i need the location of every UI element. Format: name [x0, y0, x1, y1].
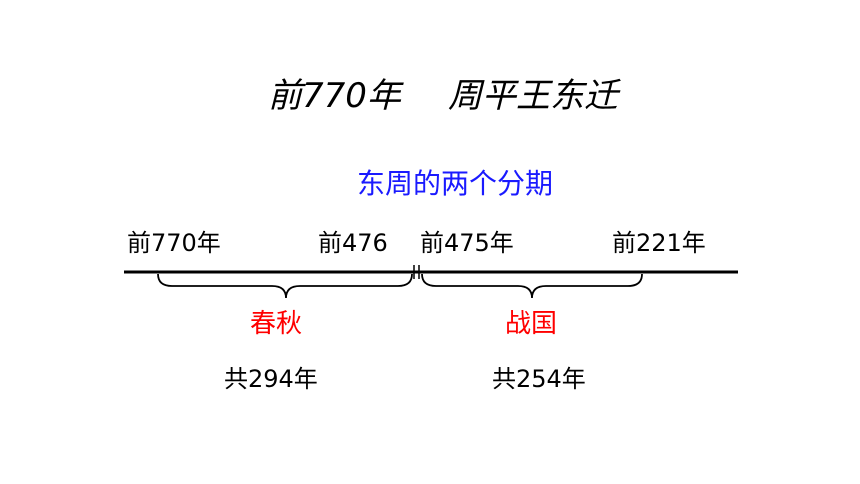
date-end-chunqiu: 前476 — [318, 229, 388, 257]
period-label-chunqiu: 春秋 — [250, 309, 303, 339]
date-end-zhanguo: 前221年 — [612, 229, 706, 257]
headline-date: 前770年 — [268, 76, 401, 116]
subtitle: 东周的两个分期 — [356, 167, 553, 200]
date-start-chunqiu: 前770年 — [127, 229, 221, 257]
headline-event: 周平王东迁 — [448, 76, 618, 116]
period-label-zhanguo: 战国 — [505, 309, 558, 339]
date-start-zhanguo: 前475年 — [420, 229, 514, 257]
chunqiu-brace — [157, 273, 413, 299]
duration-chunqiu: 共294年 — [224, 365, 318, 393]
zhanguo-brace — [421, 273, 643, 299]
duration-zhanguo: 共254年 — [492, 365, 586, 393]
